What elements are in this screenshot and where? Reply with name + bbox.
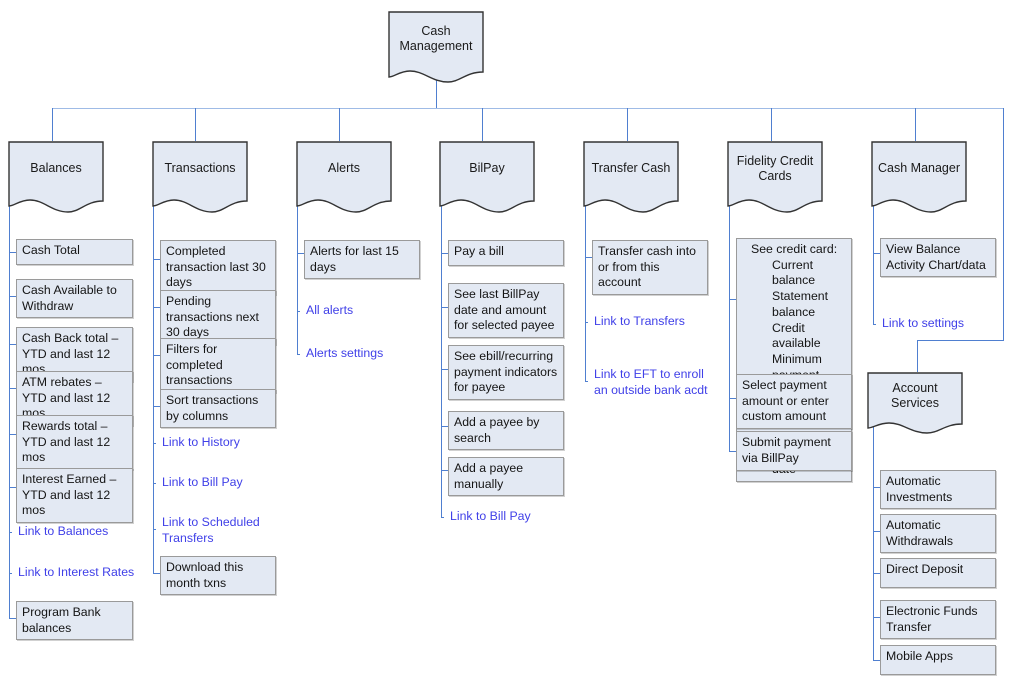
document-shape-icon xyxy=(867,372,963,434)
col3-box-3[interactable]: Add a payee by search xyxy=(448,411,564,451)
header-node-0-label: Balances xyxy=(30,161,82,176)
document-shape-icon xyxy=(583,141,679,213)
col1-link-4[interactable]: Link to History xyxy=(162,435,240,449)
col1-box-0[interactable]: Completed transaction last 30 days xyxy=(160,240,276,296)
header-node-6-label: Cash Manager xyxy=(878,161,960,176)
col0-link-6[interactable]: Link to Balances xyxy=(18,524,109,538)
document-shape-icon xyxy=(439,141,535,213)
col0-link-7[interactable]: Link to Interest Rates xyxy=(18,565,135,579)
header-node-6[interactable]: Cash Manager xyxy=(871,141,967,213)
col0-box-5[interactable]: Interest Earned – YTD and last 12 mos xyxy=(16,468,133,524)
document-shape-icon xyxy=(8,141,104,213)
col6-box-0[interactable]: View Balance Activity Chart/data xyxy=(880,238,996,278)
col4-box-0[interactable]: Transfer cash into or from this account xyxy=(592,240,708,296)
header-node-5-label: Fidelity Credit Cards xyxy=(736,153,814,183)
col5-box-0-title: See credit card: xyxy=(751,242,838,256)
header-node-4-label: Transfer Cash xyxy=(591,161,671,176)
acct-box-3[interactable]: Electronic Funds Transfer xyxy=(880,600,996,640)
header-node-0[interactable]: Balances xyxy=(8,141,104,213)
header-node-4[interactable]: Transfer Cash xyxy=(583,141,679,213)
col2-link-1[interactable]: All alerts xyxy=(306,303,354,317)
root-node[interactable]: Cash Management xyxy=(388,11,484,83)
col0-box-8[interactable]: Program Bank balances xyxy=(16,601,133,641)
col3-box-2[interactable]: See ebill/recurring payment indicators f… xyxy=(448,345,564,401)
acct-box-0[interactable]: Automatic Investments xyxy=(880,470,996,510)
acct-box-1[interactable]: Automatic Withdrawals xyxy=(880,514,996,554)
col2-link-2[interactable]: Alerts settings xyxy=(306,346,384,360)
account-services-node[interactable]: Account Services xyxy=(867,372,963,434)
col0-box-4[interactable]: Rewards total – YTD and last 12 mos xyxy=(16,415,133,471)
col3-link-5[interactable]: Link to Bill Pay xyxy=(450,509,531,523)
document-shape-icon xyxy=(727,141,823,213)
col1-box-1[interactable]: Pending transactions next 30 days xyxy=(160,290,276,346)
acct-box-2[interactable]: Direct Deposit xyxy=(880,558,996,588)
col3-box-1[interactable]: See last BillPay date and amount for sel… xyxy=(448,283,564,339)
col2-box-0[interactable]: Alerts for last 15 days xyxy=(304,240,420,280)
col5-box-0-sub-2: Credit available xyxy=(772,320,821,351)
header-node-1[interactable]: Transactions xyxy=(152,141,248,213)
col5-box-0-sub-1: Statement balance xyxy=(772,289,829,319)
document-shape-icon xyxy=(871,141,967,213)
col1-box-7[interactable]: Download this month txns xyxy=(160,556,276,596)
col1-box-2[interactable]: Filters for completed transactions xyxy=(160,338,276,394)
col4-link-2[interactable]: Link to EFT to enroll an outside bank ac… xyxy=(594,367,708,397)
col6-link-1[interactable]: Link to settings xyxy=(882,316,965,330)
col3-box-4[interactable]: Add a payee manually xyxy=(448,457,564,497)
col3-box-0[interactable]: Pay a bill xyxy=(448,240,564,266)
root-node-label: Cash Management xyxy=(399,23,473,53)
col0-box-0[interactable]: Cash Total xyxy=(16,239,133,265)
header-node-2-label: Alerts xyxy=(328,161,360,176)
document-shape-icon xyxy=(388,11,484,83)
acct-box-4[interactable]: Mobile Apps xyxy=(880,645,996,675)
col4-link-1[interactable]: Link to Transfers xyxy=(594,314,685,328)
account-services-label: Account Services xyxy=(891,380,939,410)
col5-box-0-sub-0: Current balance xyxy=(772,257,816,288)
header-node-3[interactable]: BilPay xyxy=(439,141,535,213)
header-node-2[interactable]: Alerts xyxy=(296,141,392,213)
document-shape-icon xyxy=(152,141,248,213)
col1-link-6[interactable]: Link to Scheduled Transfers xyxy=(162,515,260,545)
col5-box-1[interactable]: Select payment amount or enter custom am… xyxy=(736,374,852,430)
col1-box-3[interactable]: Sort transactions by columns xyxy=(160,389,276,429)
header-node-3-label: BilPay xyxy=(469,161,505,176)
col0-box-1[interactable]: Cash Available to Withdraw xyxy=(16,279,133,319)
header-node-1-label: Transactions xyxy=(164,161,236,176)
col5-box-2[interactable]: Submit payment via BillPay xyxy=(736,431,852,471)
col1-link-5[interactable]: Link to Bill Pay xyxy=(162,475,243,489)
document-shape-icon xyxy=(296,141,392,213)
header-node-5[interactable]: Fidelity Credit Cards xyxy=(727,141,823,213)
